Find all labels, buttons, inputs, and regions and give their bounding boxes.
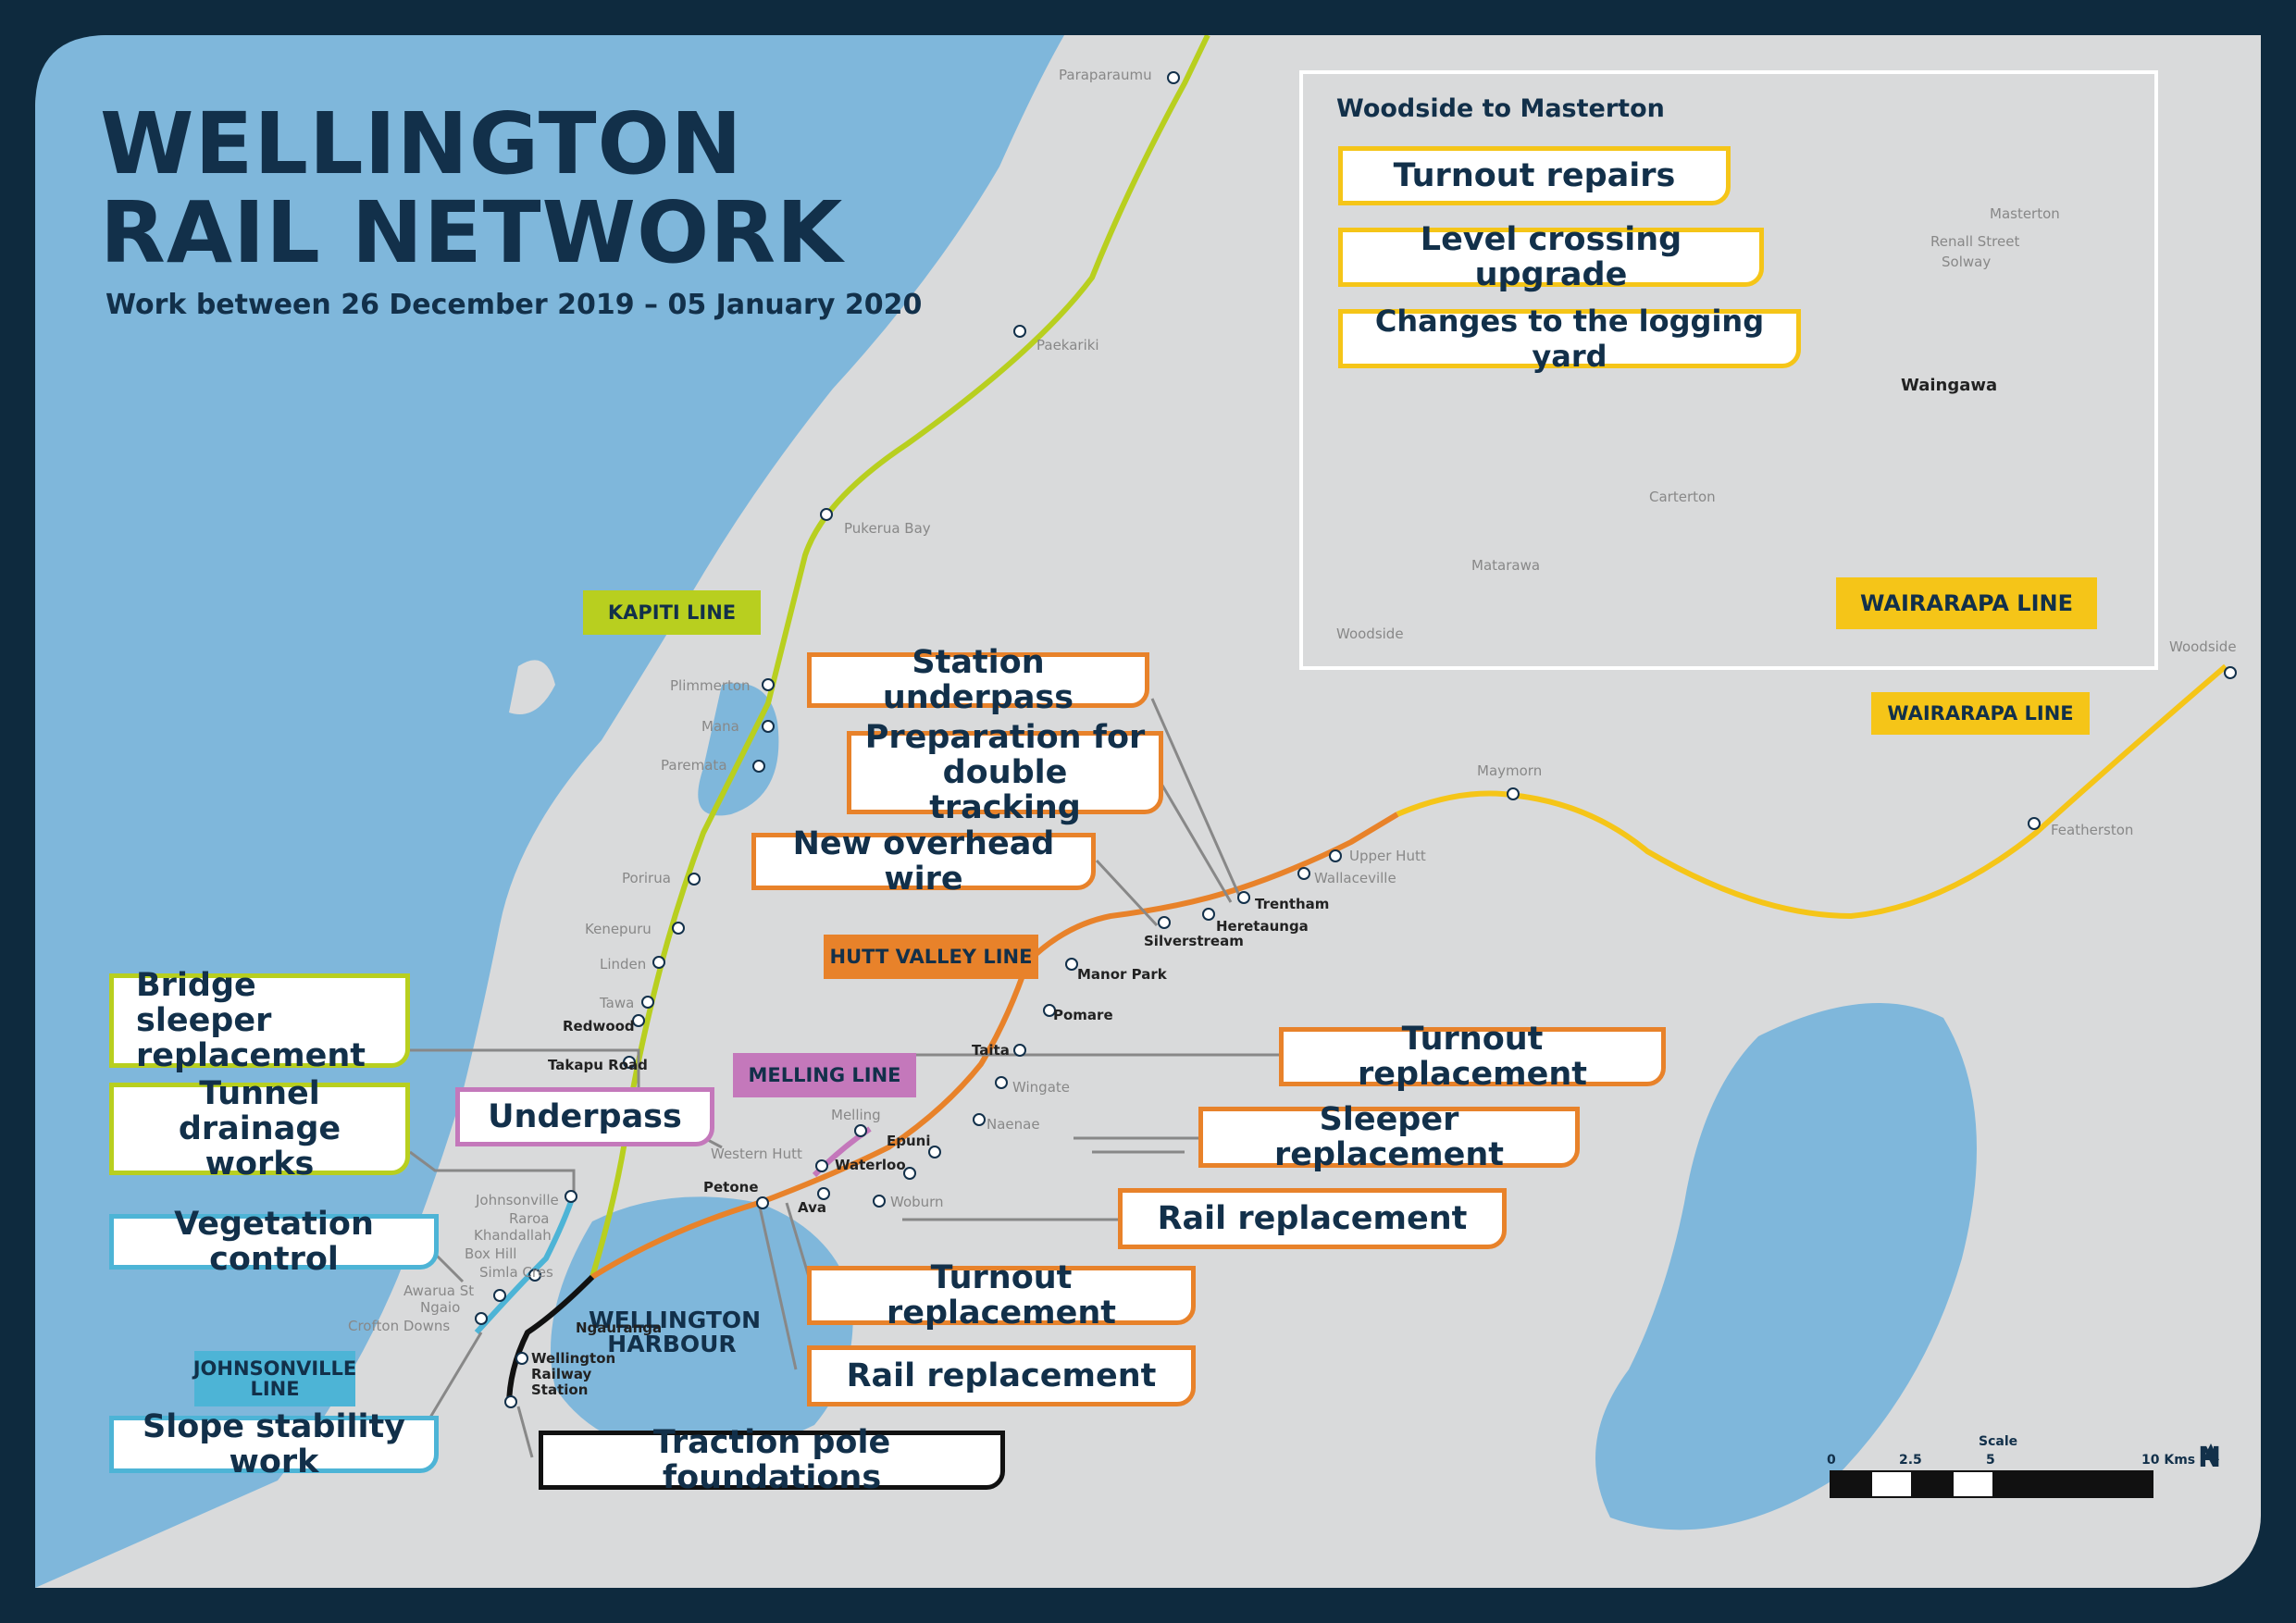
- place-epuni: Epuni: [887, 1133, 931, 1149]
- sleeper-replacement-callout: Sleeper replacement: [1198, 1102, 1580, 1172]
- scale-tick-0: 0: [1827, 1453, 1836, 1468]
- title-line-2: RAIL NETWORK: [100, 183, 844, 282]
- place-ngauranga: Ngauranga: [576, 1319, 663, 1336]
- johnsonville-line-label: JOHNSONVILLE LINE: [193, 1351, 356, 1406]
- place-featherston: Featherston: [2051, 822, 2134, 838]
- bridge-sleeper-callout: Bridge sleeper replacement: [109, 968, 410, 1073]
- place-petone: Petone: [703, 1179, 759, 1196]
- place-carterton: Carterton: [1649, 489, 1716, 505]
- underpass-callout: Underpass: [455, 1087, 714, 1146]
- place-waterloo: Waterloo: [835, 1157, 906, 1173]
- place-johnsonville: Johnsonville: [476, 1192, 559, 1208]
- north-label: N: [2198, 1442, 2222, 1474]
- place-awarua-st: Awarua St: [403, 1282, 475, 1299]
- place-raroa: Raroa: [509, 1210, 550, 1227]
- wellington-station-track: [506, 1274, 595, 1407]
- place-paraparaumu: Paraparaumu: [1059, 67, 1152, 83]
- level-crossing-callout: Level crossing upgrade: [1338, 222, 1764, 292]
- melling-line-label: MELLING LINE: [733, 1053, 916, 1097]
- place-silverstream: Silverstream: [1144, 933, 1244, 949]
- turnout-replacement-hutt-callout: Turnout replacement: [1279, 1022, 1666, 1092]
- place-plimmerton: Plimmerton: [670, 677, 751, 694]
- traction-pole-callout: Traction pole foundations: [539, 1425, 1005, 1495]
- title-line-1: WELLINGTON: [100, 94, 743, 193]
- place-ngaio: Ngaio: [420, 1299, 461, 1316]
- slope-stability-callout: Slope stability work: [109, 1409, 439, 1480]
- wellington-harbour: [551, 1196, 853, 1455]
- place-crofton-downs: Crofton Downs: [348, 1318, 451, 1334]
- place-linden: Linden: [600, 956, 647, 973]
- place-kenepuru: Kenepuru: [585, 921, 652, 937]
- johnsonville-track: [474, 1193, 577, 1335]
- place-pomare: Pomare: [1053, 1007, 1113, 1023]
- place-naenae: Naenae: [987, 1116, 1040, 1133]
- turnout-replacement-petone-callout: Turnout replacement: [807, 1260, 1196, 1331]
- island: [509, 660, 555, 714]
- place-solway: Solway: [1942, 254, 1992, 270]
- place-simla-cres: Simla Cres: [479, 1264, 553, 1281]
- wellington-harbour-label: WELLINGTON HARBOUR: [589, 1307, 762, 1357]
- place-paremata: Paremata: [661, 757, 727, 774]
- double-tracking-callout: Preparation for double tracking: [847, 720, 1163, 825]
- scale-title: Scale: [1979, 1434, 2018, 1449]
- sea-water: [35, 35, 1064, 1588]
- wairarapa-track: [1396, 663, 2228, 920]
- lake-wairarapa: [1595, 1003, 1977, 1530]
- wairarapa-line-label: WAIRARAPA LINE: [1871, 692, 2090, 735]
- scale-tick-2-5: 2.5: [1899, 1453, 1922, 1468]
- place-masterton: Masterton: [1990, 205, 2060, 222]
- place-woburn: Woburn: [890, 1194, 944, 1210]
- rail-replacement-hutt-callout: Rail replacement: [1118, 1188, 1507, 1249]
- place-wallaceville: Wallaceville: [1314, 870, 1396, 886]
- place-woodside: Woodside: [2169, 638, 2237, 655]
- wairarapa-line-inset-label: WAIRARAPA LINE: [1836, 577, 2097, 629]
- tunnel-drainage-callout: Tunnel drainage works: [109, 1076, 410, 1182]
- place-renall-street: Renall Street: [1930, 233, 2020, 250]
- inset-title: Woodside to Masterton: [1336, 94, 1665, 123]
- place-matarawa: Matarawa: [1471, 557, 1541, 574]
- hutt-valley-line-label: HUTT VALLEY LINE: [824, 935, 1038, 979]
- page-title: WELLINGTON RAIL NETWORK: [100, 100, 843, 278]
- place-maymorn: Maymorn: [1477, 762, 1543, 779]
- place-mana: Mana: [701, 718, 739, 735]
- place-woodside-inset: Woodside: [1336, 626, 1404, 642]
- place-waingawa: Waingawa: [1901, 376, 1998, 395]
- place-paekariki: Paekariki: [1036, 337, 1099, 353]
- vegetation-control-callout: Vegetation control: [109, 1207, 439, 1277]
- place-taita: Taita: [972, 1042, 1010, 1059]
- rail-replacement-petone-callout: Rail replacement: [807, 1345, 1196, 1406]
- turnout-repairs-callout: Turnout repairs: [1338, 146, 1731, 205]
- place-khandallah: Khandallah: [474, 1227, 552, 1244]
- place-takapu-road: Takapu Road: [548, 1057, 648, 1073]
- north-arrow: [2203, 1443, 2219, 1460]
- place-redwood: Redwood: [563, 1018, 635, 1035]
- page-subtitle: Work between 26 December 2019 – 05 Janua…: [105, 289, 923, 321]
- place-box-hill: Box Hill: [465, 1245, 517, 1262]
- place-upper-hutt: Upper Hutt: [1349, 848, 1426, 864]
- new-overhead-wire-callout: New overhead wire: [751, 826, 1096, 897]
- place-wellington-station: Wellington Railway Station: [531, 1350, 616, 1398]
- logging-yard-callout: Changes to the logging yard: [1338, 304, 1801, 374]
- place-ava: Ava: [798, 1199, 826, 1216]
- place-manor-park: Manor Park: [1077, 966, 1167, 983]
- place-porirua: Porirua: [622, 870, 671, 886]
- place-wingate: Wingate: [1012, 1079, 1070, 1096]
- scale-tick-10: 10 Kms: [2141, 1453, 2196, 1468]
- place-melling: Melling: [831, 1107, 881, 1123]
- scale-tick-5: 5: [1986, 1453, 1995, 1468]
- place-western-hutt: Western Hutt: [711, 1146, 802, 1162]
- place-heretaunga: Heretaunga: [1216, 918, 1309, 935]
- place-trentham: Trentham: [1255, 896, 1330, 912]
- station-underpass-callout: Station underpass: [807, 645, 1149, 715]
- kapiti-line-label: KAPITI LINE: [583, 590, 761, 635]
- place-tawa: Tawa: [600, 995, 635, 1011]
- scale-bar: [1830, 1470, 2153, 1498]
- place-pukerua-bay: Pukerua Bay: [844, 520, 931, 537]
